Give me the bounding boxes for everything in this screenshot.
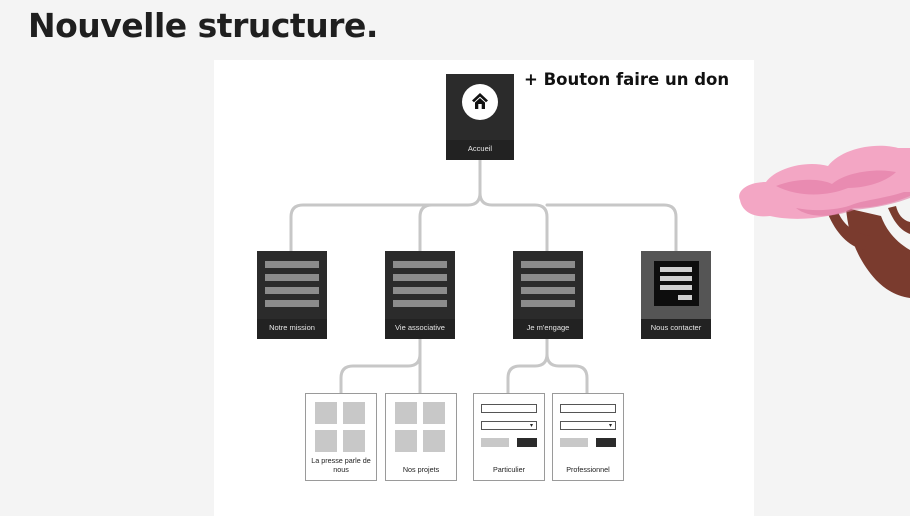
- connector-engage: [478, 191, 549, 253]
- chevron-down-icon: ▾: [529, 423, 533, 429]
- node-je-m-engage: Je m'engage: [513, 251, 583, 339]
- connector-home: [289, 158, 482, 253]
- home-icon-circle: [462, 84, 498, 120]
- node-label: La presse parle de nous: [311, 456, 371, 474]
- node-notre-mission: Notre mission: [257, 251, 327, 339]
- form-placeholder: ▾: [560, 404, 616, 447]
- node-nous-contacter: Nous contacter: [641, 251, 711, 339]
- node-home-label: Accueil: [446, 140, 514, 160]
- connector-vie: [418, 203, 434, 253]
- node-la-presse-parle-de-nous: La presse parle de nous: [305, 393, 377, 481]
- connector-presse: [339, 337, 422, 395]
- node-label: Nos projets: [402, 465, 440, 474]
- node-nos-projets: Nos projets: [385, 393, 457, 481]
- cherry-blossom-tree-illustration: [739, 145, 910, 298]
- connector-contact: [545, 203, 678, 253]
- node-label: Nous contacter: [641, 319, 711, 339]
- node-label: Je m'engage: [513, 319, 583, 339]
- home-icon: [472, 93, 488, 109]
- node-home: Accueil: [446, 74, 514, 160]
- text-placeholder: [521, 261, 575, 313]
- node-label: Notre mission: [257, 319, 327, 339]
- slide-title: Nouvelle structure.: [28, 6, 378, 45]
- node-professionnel: ▾ Professionnel: [552, 393, 624, 481]
- text-placeholder: [393, 261, 447, 313]
- node-vie-associative: Vie associative: [385, 251, 455, 339]
- node-label: Particulier: [493, 465, 525, 474]
- node-label: Professionnel: [566, 465, 610, 474]
- image-grid-placeholder: [315, 402, 367, 454]
- text-placeholder: [265, 261, 319, 313]
- node-label: Vie associative: [385, 319, 455, 339]
- chevron-down-icon: ▾: [608, 423, 612, 429]
- donate-button-note: + Bouton faire un don: [524, 70, 730, 89]
- connector-professionnel: [545, 352, 589, 395]
- form-placeholder: ▾: [481, 404, 537, 447]
- contact-form-placeholder: [654, 261, 699, 306]
- connector-particulier: [506, 337, 549, 395]
- image-grid-placeholder: [395, 402, 447, 454]
- node-particulier: ▾ Particulier: [473, 393, 545, 481]
